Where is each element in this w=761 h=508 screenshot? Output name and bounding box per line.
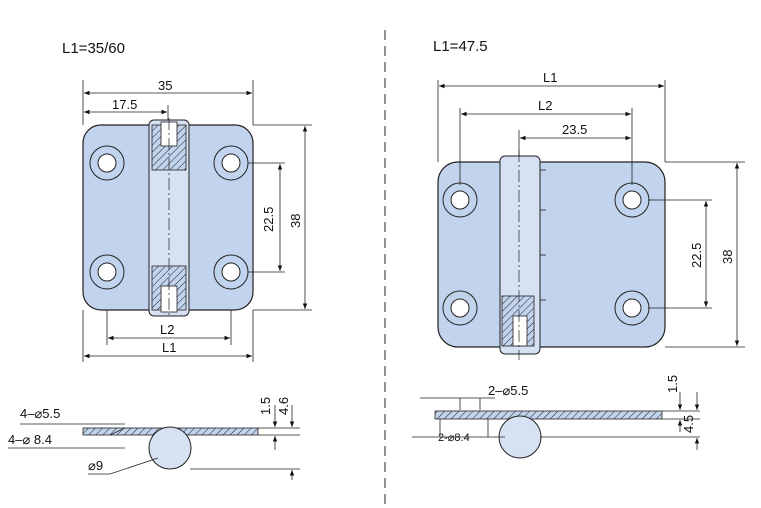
left-hole: [89, 145, 125, 181]
side-holes-left: 4–⌀5.5: [20, 406, 60, 421]
left-side-view: 4–⌀5.5 4–⌀ 8.4 ⌀9 1.5 4.6: [8, 397, 300, 480]
side-pin-left: ⌀9: [88, 458, 103, 473]
side-thick1-left: 1.5: [258, 397, 273, 415]
left-hole: [213, 254, 249, 290]
side-counterbore-right: 2-⌀8.4: [438, 432, 470, 444]
right-dimensions: L1 L2 23.5 22.5 38: [437, 70, 745, 348]
left-dimensions: 35 17.5 22.5 38 L2 L1: [82, 78, 312, 362]
dim-right-38: 38: [720, 250, 735, 264]
left-front-view: [82, 118, 254, 318]
dim-L1: L1: [162, 340, 176, 355]
right-hole: [442, 290, 478, 326]
right-hole: [614, 182, 650, 218]
right-side-view: 2–⌀5.5 2-⌀8.4 1.5 4.5: [412, 375, 700, 459]
dim-L2: L2: [160, 322, 174, 337]
left-hole: [213, 145, 249, 181]
left-hole: [89, 254, 125, 290]
right-front-view: [437, 150, 666, 360]
side-counterbore-left: 4–⌀ 8.4: [8, 432, 52, 447]
dim-17-5: 17.5: [112, 97, 137, 112]
dim-22-5: 22.5: [261, 207, 276, 232]
right-hole: [614, 290, 650, 326]
dim-right-22-5: 22.5: [689, 243, 704, 268]
side-holes-right: 2–⌀5.5: [488, 383, 528, 398]
right-title: L1=47.5: [433, 38, 488, 55]
dim-23-5: 23.5: [562, 122, 587, 137]
right-hole: [442, 182, 478, 218]
side-thick2-right: 4.5: [681, 415, 696, 433]
dim-right-L1: L1: [543, 70, 557, 85]
side-thick2-left: 4.6: [276, 397, 291, 415]
left-title: L1=35/60: [62, 40, 125, 57]
dim-35: 35: [158, 78, 172, 93]
dim-right-L2: L2: [538, 98, 552, 113]
side-thick1-right: 1.5: [665, 375, 680, 393]
dim-38: 38: [288, 214, 303, 228]
